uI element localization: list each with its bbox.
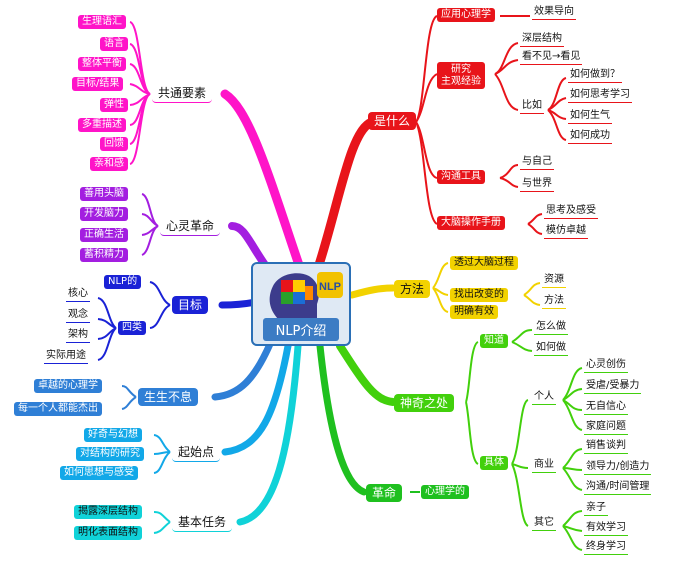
node-zenmezuo[interactable]: 怎么做 — [534, 322, 568, 335]
node-qita-0[interactable]: 亲子 — [584, 503, 608, 516]
node-gongtong-2[interactable]: 整体平衡 — [78, 57, 126, 71]
central-topic[interactable]: NLP NLP介绍 — [251, 262, 351, 346]
node-mingque[interactable]: 明确有效 — [450, 305, 498, 319]
node-xinling-3[interactable]: 蓄积精力 — [80, 248, 128, 262]
node-kanbujian[interactable]: 看不见→看见 — [520, 52, 583, 65]
node-ziyuan[interactable]: 资源 — [542, 275, 566, 288]
node-zhidao[interactable]: 知道 — [480, 334, 508, 348]
node-mubiao-item-3[interactable]: 实际用途 — [44, 351, 88, 364]
node-sikao-ganshou[interactable]: 思考及感受 — [544, 206, 598, 219]
node-nlp-de[interactable]: NLP的 — [104, 275, 142, 289]
node-gongtong-7[interactable]: 亲和感 — [90, 157, 128, 171]
node-qita-1[interactable]: 有效学习 — [584, 523, 628, 536]
node-gongtong-6[interactable]: 回馈 — [100, 137, 128, 151]
node-gongtong-5[interactable]: 多重描述 — [78, 118, 126, 132]
node-shangye-1[interactable]: 领导力/创造力 — [584, 462, 652, 475]
node-geren-3[interactable]: 家庭问题 — [584, 422, 628, 435]
node-xiaoguo[interactable]: 效果导向 — [532, 7, 576, 20]
node-danao[interactable]: 大脑操作手册 — [437, 216, 505, 230]
logo-text: NLP — [319, 281, 341, 293]
node-xinling-1[interactable]: 开发脑力 — [80, 207, 128, 221]
node-shangye-0[interactable]: 销售谈判 — [584, 441, 628, 454]
node-jiben-0[interactable]: 揭露深层结构 — [74, 505, 142, 519]
node-gongtong-3[interactable]: 目标/结果 — [72, 77, 124, 91]
node-geren-2[interactable]: 无自信心 — [584, 402, 628, 415]
node-geren-1[interactable]: 受虐/受暴力 — [584, 381, 642, 394]
node-zhaochu[interactable]: 找出改变的 — [450, 288, 508, 302]
node-geren[interactable]: 个人 — [532, 392, 556, 405]
topic-fangfa[interactable]: 方法 — [394, 280, 431, 298]
topic-mubiao[interactable]: 目标 — [172, 296, 209, 314]
topic-jiben[interactable]: 基本任务 — [172, 513, 233, 532]
node-gongtong-4[interactable]: 弹性 — [100, 98, 128, 112]
node-shengqi[interactable]: 如何生气 — [568, 111, 612, 124]
node-qita[interactable]: 其它 — [532, 518, 556, 531]
node-biru[interactable]: 比如 — [520, 101, 544, 114]
node-ziji[interactable]: 与自己 — [520, 157, 554, 170]
node-xinling-2[interactable]: 正确生活 — [80, 228, 128, 242]
node-ruhezuo[interactable]: 如何做 — [534, 343, 568, 356]
node-yingyong[interactable]: 应用心理学 — [437, 8, 495, 22]
topic-shengsheng[interactable]: 生生不息 — [138, 388, 199, 406]
node-shangye-2[interactable]: 沟通/时间管理 — [584, 482, 652, 495]
node-gongtong-1[interactable]: 语言 — [100, 37, 128, 51]
node-shengsheng-1[interactable]: 每一个人都能杰出 — [14, 402, 102, 416]
puzzle-head-icon: NLP — [269, 272, 343, 320]
topic-gongtong[interactable]: 共通要素 — [152, 84, 213, 103]
node-qishidian-2[interactable]: 如何思想与感受 — [60, 466, 138, 480]
topic-shi-shenme[interactable]: 是什么 — [368, 112, 417, 130]
node-qishidian-1[interactable]: 对结构的研究 — [76, 447, 144, 461]
node-goutong[interactable]: 沟通工具 — [437, 170, 485, 184]
node-mubiao-item-0[interactable]: 核心 — [66, 289, 90, 302]
node-mofang[interactable]: 模仿卓越 — [544, 226, 588, 239]
node-zuodao[interactable]: 如何做到？ — [568, 70, 622, 83]
node-geren-0[interactable]: 心灵创伤 — [584, 360, 628, 373]
node-qita-2[interactable]: 终身学习 — [584, 542, 628, 555]
node-mubiao-item-1[interactable]: 观念 — [66, 310, 90, 323]
node-qishidian-0[interactable]: 好奇与幻想 — [84, 428, 142, 442]
topic-qishidian[interactable]: 起始点 — [172, 443, 221, 462]
central-title: NLP介绍 — [263, 318, 339, 341]
topic-shenqi[interactable]: 神奇之处 — [394, 394, 455, 412]
node-chenggong[interactable]: 如何成功 — [568, 131, 612, 144]
node-yanjiu[interactable]: 研究 主观经验 — [437, 62, 485, 89]
node-shenceng[interactable]: 深层结构 — [520, 34, 564, 47]
node-silei[interactable]: 四类 — [118, 321, 146, 335]
topic-geming[interactable]: 革命 — [366, 484, 403, 502]
node-shijie[interactable]: 与世界 — [520, 179, 554, 192]
node-mubiao-item-2[interactable]: 架构 — [66, 330, 90, 343]
topic-xinling[interactable]: 心灵革命 — [160, 217, 221, 236]
node-sikao[interactable]: 如何思考学习 — [568, 90, 632, 103]
node-shangye[interactable]: 商业 — [532, 460, 556, 473]
node-xinlixue[interactable]: 心理学的 — [421, 485, 469, 499]
node-juti[interactable]: 具体 — [480, 456, 508, 470]
node-shengsheng-0[interactable]: 卓越的心理学 — [34, 379, 102, 393]
node-fangfa-leaf[interactable]: 方法 — [542, 296, 566, 309]
node-gongtong-0[interactable]: 生理语汇 — [78, 15, 126, 29]
node-jiben-1[interactable]: 明化表面结构 — [74, 526, 142, 540]
node-tongguo[interactable]: 透过大脑过程 — [450, 256, 518, 270]
node-xinling-0[interactable]: 善用头脑 — [80, 187, 128, 201]
